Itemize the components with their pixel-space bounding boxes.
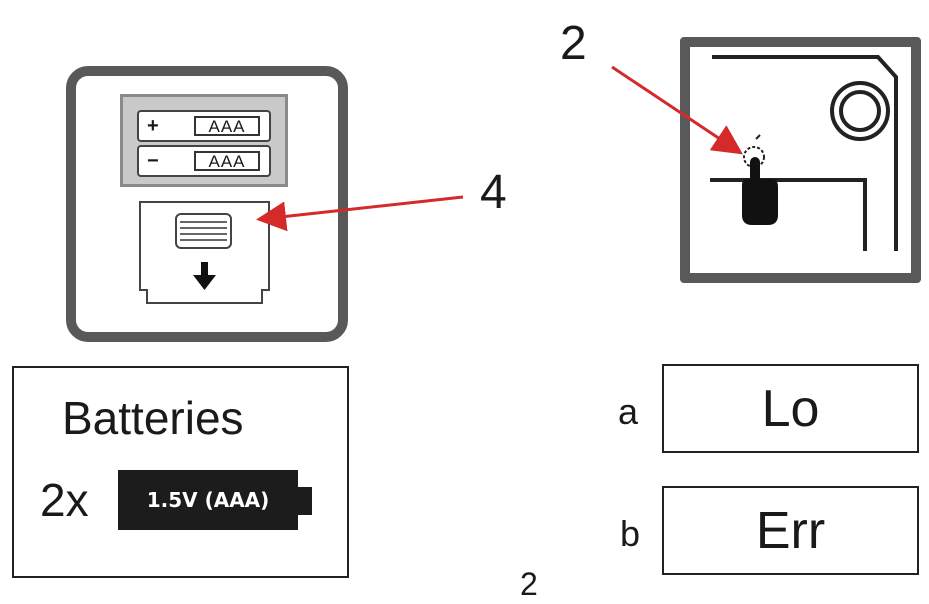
door-callout-number: 4 — [480, 166, 507, 219]
compartment-door — [139, 201, 270, 304]
battery-spec-label: 1.5V (AAA) — [118, 470, 298, 530]
button-callout-number: 2 — [560, 17, 587, 70]
display-b-err: Err — [662, 486, 919, 575]
display-a-letter: a — [618, 391, 639, 432]
display-b-letter: b — [620, 513, 641, 554]
door-callout-arrow — [256, 195, 464, 232]
plus-polarity: + — [147, 115, 159, 137]
button-callout-arrow — [611, 65, 743, 155]
battery-holder: + AAA − AAA — [120, 94, 288, 187]
cell-type-label: AAA — [194, 116, 260, 136]
device-back-panel — [710, 55, 898, 251]
battery-count: 2x — [40, 474, 89, 526]
cell-type-label: AAA — [194, 151, 260, 171]
display-a-lo: Lo — [662, 364, 919, 453]
door-latch-icon — [175, 213, 232, 249]
battery-cell-top: + AAA — [137, 110, 271, 142]
battery-terminal-icon — [298, 487, 312, 515]
round-button-icon — [830, 81, 890, 141]
page-number: 2 — [520, 566, 538, 602]
batteries-title: Batteries — [62, 392, 244, 444]
minus-polarity: − — [147, 150, 159, 172]
reset-button-device — [680, 37, 921, 283]
down-arrow-icon — [193, 262, 216, 290]
battery-cell-bottom: − AAA — [137, 145, 271, 177]
pointing-finger-icon — [742, 157, 778, 225]
